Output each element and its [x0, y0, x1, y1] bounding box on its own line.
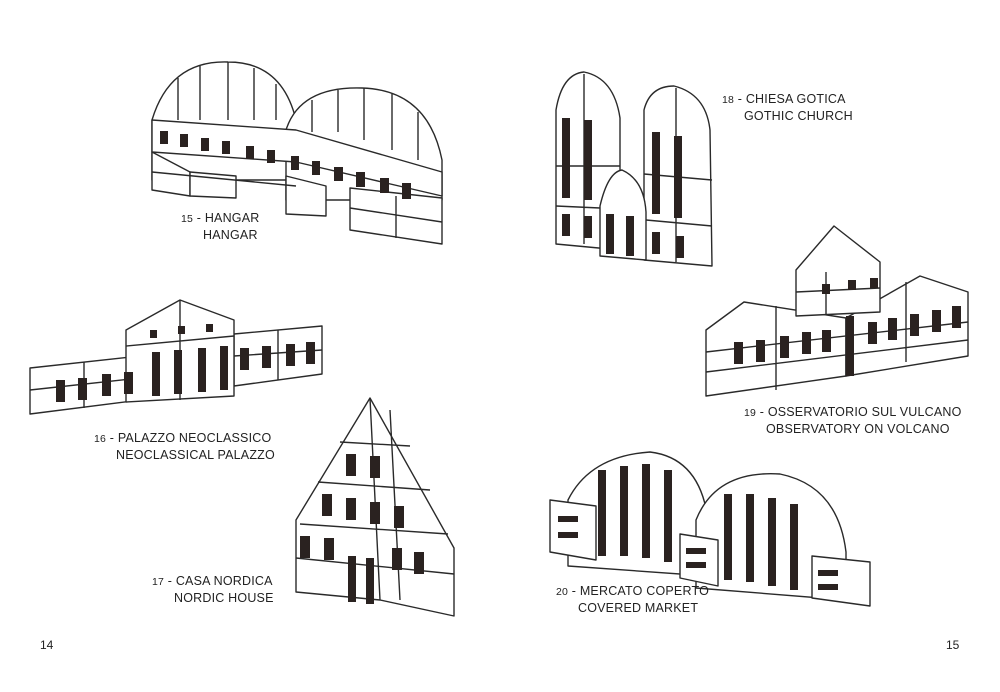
caption-gothic-church: 18 - CHIESA GOTICA GOTHIC CHURCH: [722, 91, 853, 124]
caption-italian: 19 - OSSERVATORIO SUL VULCANO: [744, 405, 962, 419]
gothic-church-illustration: [555, 71, 713, 267]
observatory-illustration: [705, 225, 969, 397]
caption-english: GOTHIC CHURCH: [744, 109, 853, 123]
caption-palazzo: 16 - PALAZZO NEOCLASSICO NEOCLASSICAL PA…: [94, 430, 275, 463]
caption-italian: 18 - CHIESA GOTICA: [722, 92, 846, 106]
caption-english: HANGAR: [203, 228, 258, 242]
caption-italian: 20 - MERCATO COPERTO: [556, 584, 709, 598]
caption-nordic-house: 17 - CASA NORDICA NORDIC HOUSE: [152, 573, 274, 606]
caption-covered-market: 20 - MERCATO COPERTO COVERED MARKET: [556, 583, 709, 616]
caption-italian: 17 - CASA NORDICA: [152, 574, 273, 588]
caption-english: NEOCLASSICAL PALAZZO: [116, 448, 275, 462]
covered-market-illustration: [549, 451, 871, 607]
caption-italian: 16 - PALAZZO NEOCLASSICO: [94, 431, 272, 445]
caption-observatory: 19 - OSSERVATORIO SUL VULCANO OBSERVATOR…: [744, 404, 962, 437]
caption-hangar: 15 - HANGAR HANGAR: [181, 210, 260, 243]
palazzo-illustration: [29, 299, 323, 415]
caption-italian: 15 - HANGAR: [181, 211, 260, 225]
left-page-number: 14: [40, 638, 54, 652]
hangar-illustration: [151, 61, 443, 245]
right-page-number: 15: [946, 638, 960, 652]
caption-english: COVERED MARKET: [578, 601, 699, 615]
caption-english: NORDIC HOUSE: [174, 591, 274, 605]
nordic-house-illustration: [295, 397, 455, 617]
caption-english: OBSERVATORY ON VOLCANO: [766, 422, 950, 436]
